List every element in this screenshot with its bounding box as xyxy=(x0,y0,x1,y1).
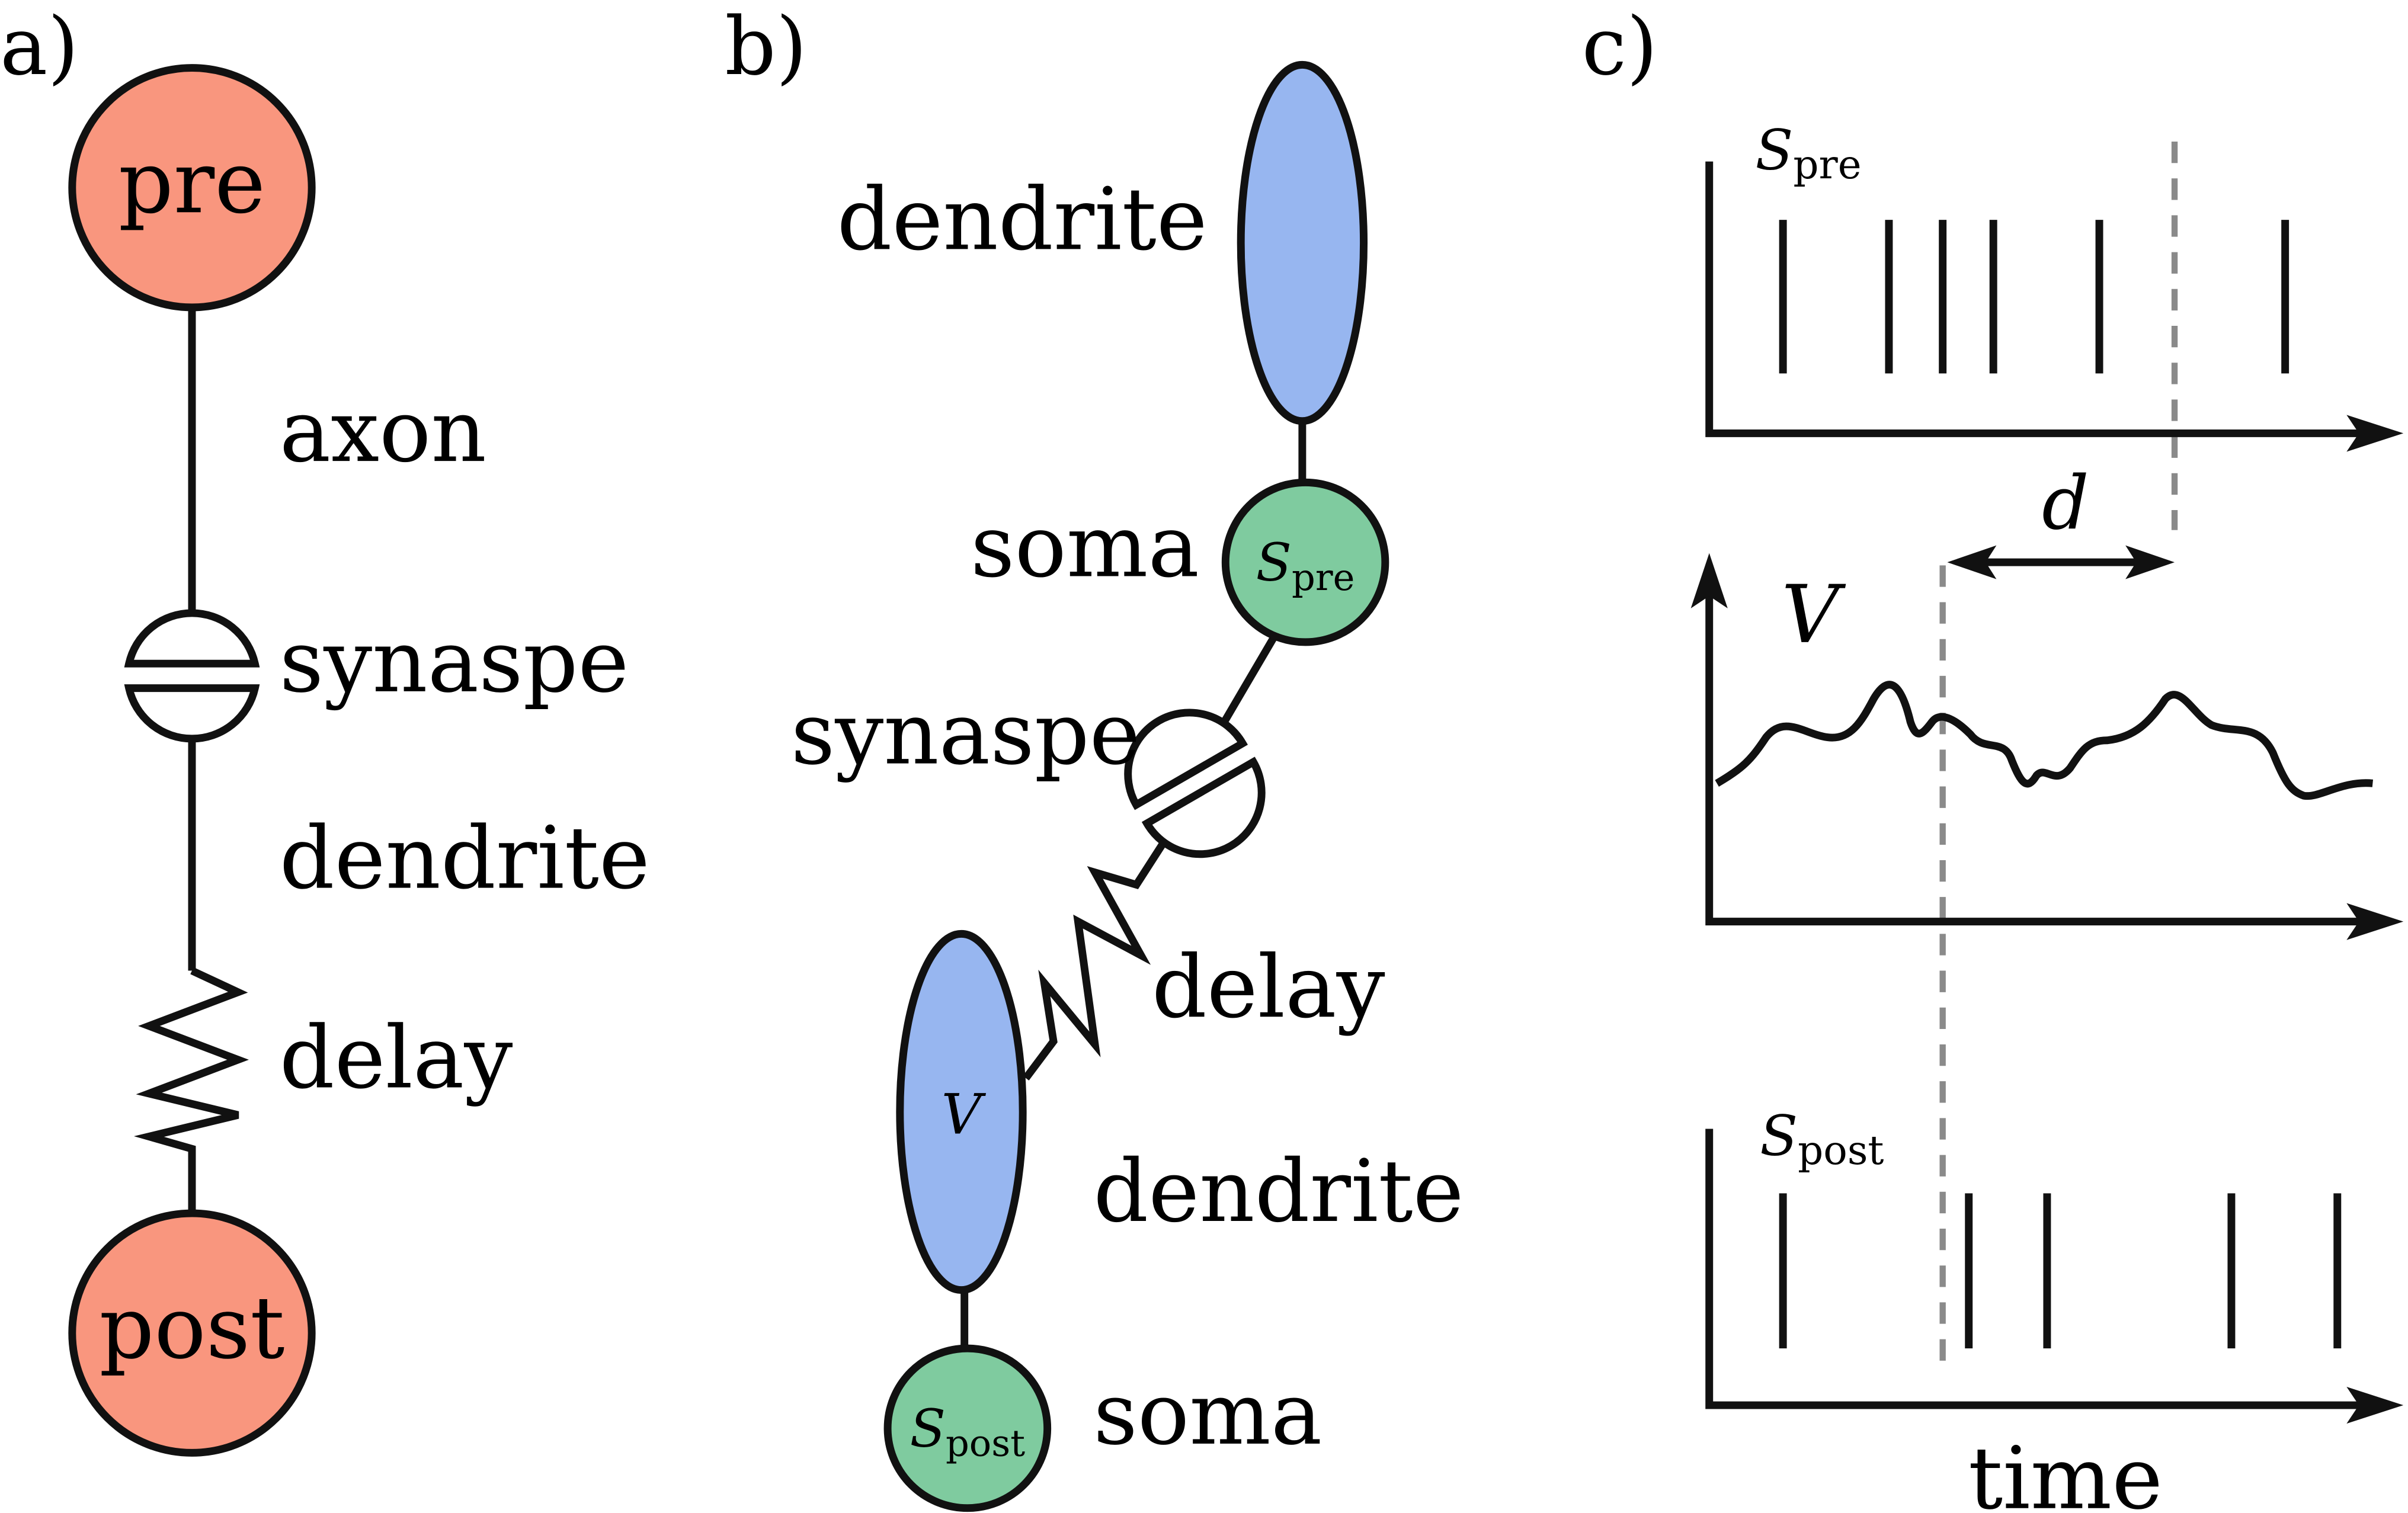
soma-post xyxy=(883,1344,1052,1512)
voltage-axes xyxy=(1705,584,2373,926)
panel-a-tag: a) xyxy=(0,0,79,93)
post-spike-train xyxy=(1779,1193,2342,1349)
soma-bottom-label: soma xyxy=(1093,1364,1322,1464)
synapse-label: synaspe xyxy=(280,612,629,712)
delay-zigzag xyxy=(133,967,249,1217)
voltage-trace xyxy=(1715,681,2374,800)
panel-c-tag: c) xyxy=(1582,0,1658,93)
s-pre-label-b: Spre xyxy=(1256,532,1355,599)
pre-label: pre xyxy=(119,133,265,233)
d-label: d xyxy=(2042,461,2089,546)
axon-label: axon xyxy=(280,382,486,482)
dendrite-bottom xyxy=(896,929,1027,1294)
post-spike-axes xyxy=(1705,1129,2373,1409)
panel-c: c) Spre d V Spost time xyxy=(1582,0,2404,1513)
soma-pre xyxy=(1221,478,1389,646)
dendrite-top xyxy=(1237,60,1368,425)
synapse-symbol xyxy=(124,609,260,743)
panel-a: a) pre post axon synaspe dendrite delay xyxy=(0,0,650,1457)
s-post-label-c: Spost xyxy=(1760,1104,1884,1174)
pre-spike-axes xyxy=(1705,161,2373,437)
synapse-symbol-b xyxy=(1124,709,1266,858)
delay-label: delay xyxy=(280,1008,513,1108)
time-axis-label: time xyxy=(1968,1429,2163,1513)
v-label-b: V xyxy=(942,1082,987,1147)
synapse-label-b: synaspe xyxy=(791,684,1141,784)
delay-label-b: delay xyxy=(1152,937,1385,1037)
pre-neuron xyxy=(68,64,316,312)
pre-spike-train xyxy=(1779,220,2289,374)
s-pre-label-c: Spre xyxy=(1755,118,1861,188)
post-neuron xyxy=(68,1209,316,1457)
panel-b: b) Spre V Spost dendrite soma synaspe de… xyxy=(725,0,1464,1512)
soma-top-label: soma xyxy=(971,496,1199,597)
dendrite-top-label: dendrite xyxy=(837,169,1208,270)
delay-zigzag-b xyxy=(1023,839,1168,1081)
post-label: post xyxy=(99,1278,284,1379)
dendrite-label: dendrite xyxy=(280,809,650,909)
v-label-c: V xyxy=(1782,568,1846,661)
s-post-label-b: Spost xyxy=(910,1398,1026,1465)
panel-b-tag: b) xyxy=(725,0,807,93)
dendrite-bottom-label: dendrite xyxy=(1093,1142,1464,1242)
arrow-head-icon xyxy=(2346,415,2404,452)
